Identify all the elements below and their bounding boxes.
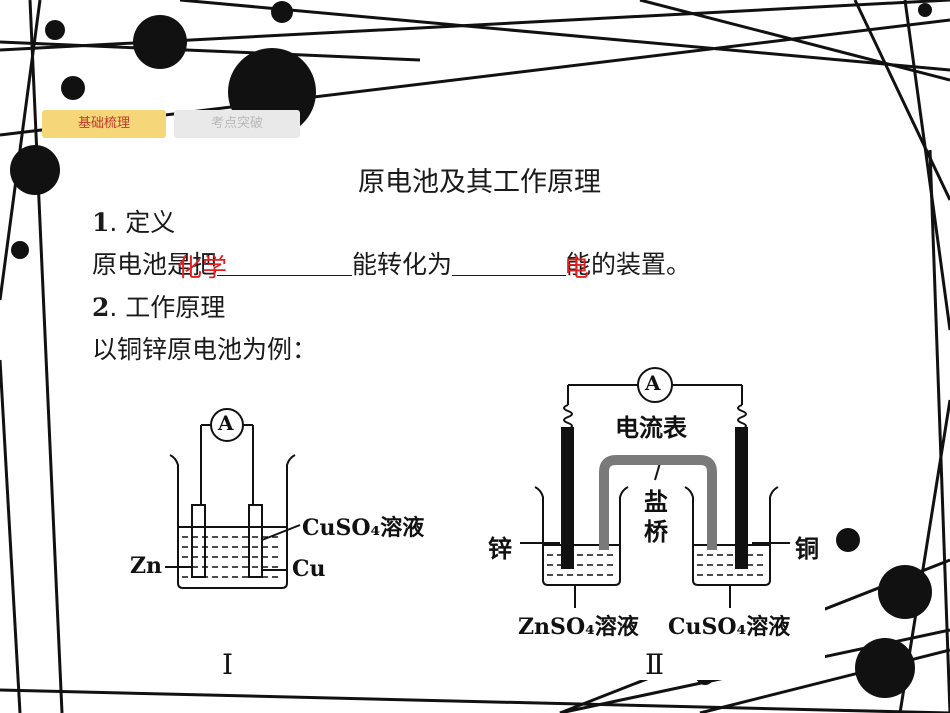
diagram1-cell <box>165 408 301 589</box>
diagram2-left-beaker <box>534 486 629 586</box>
definition-middle: 能转化为 <box>352 250 453 279</box>
section1-label: . 定义 <box>109 208 176 237</box>
diagram2-cu-electrode <box>735 427 748 569</box>
diagram1-ammeter-label: A <box>218 411 234 435</box>
answer-1-text: 化学 <box>177 253 228 282</box>
diagram1-caption: Ⅰ <box>222 648 234 681</box>
diagram2-zn-electrode <box>561 427 574 569</box>
diagram2-solution-dashes <box>547 554 766 576</box>
tab-basics[interactable]: 基础梳理 <box>42 110 166 138</box>
diagram1-cu-electrode <box>248 504 263 578</box>
section1-number: 1 <box>92 208 110 237</box>
diagram2-bridge-label-2: 桥 <box>644 517 668 546</box>
answer-blank-2: 电 <box>452 251 589 282</box>
definition-sentence: 原电池是把化学 能转化为 电能的装置。 <box>92 245 692 282</box>
page-title: 原电池及其工作原理 <box>358 167 601 198</box>
diagram1-beaker <box>169 454 296 589</box>
diagram2-cell <box>520 367 790 608</box>
section1-heading: 1. 定义 <box>92 203 175 239</box>
diagram2-right-solution-label: CuSO₄溶液 <box>668 614 791 640</box>
definition-start: 原电池是把 <box>92 250 218 279</box>
diagram1-solution-label: CuSO₄溶液 <box>302 515 425 541</box>
diagram2-right-beaker <box>684 486 779 586</box>
diagram2-left-solution-label: ZnSO₄溶液 <box>518 614 639 640</box>
section2-intro: 以铜锌原电池为例： <box>92 335 318 364</box>
diagram2-cu-label: 铜 <box>795 534 819 563</box>
diagram2-ammeter-label: A <box>645 371 661 395</box>
section2-number: 2 <box>92 293 110 322</box>
definition-end: 能的装置。 <box>566 250 692 279</box>
tab-key-points[interactable]: 考点突破 <box>174 110 300 138</box>
diagram1-cu-label: Cu <box>292 556 326 582</box>
answer-2-text: 电 <box>564 253 590 282</box>
diagram1-zn-label: Zn <box>130 553 163 579</box>
diagram2-salt-bridge <box>599 455 717 550</box>
diagram2-meter-name: 电流表 <box>615 413 687 442</box>
diagram1-solution-dashes <box>182 536 282 578</box>
diagram2-zn-label: 锌 <box>488 534 512 563</box>
section2-heading: 2. 工作原理 <box>92 288 225 324</box>
diagram2-caption: Ⅱ <box>645 648 665 681</box>
section2-label: . 工作原理 <box>109 293 226 322</box>
diagram2-bridge-label-1: 盐 <box>644 487 668 516</box>
diagram1-zn-electrode <box>191 504 206 578</box>
answer-blank-1: 化学 <box>177 251 353 282</box>
